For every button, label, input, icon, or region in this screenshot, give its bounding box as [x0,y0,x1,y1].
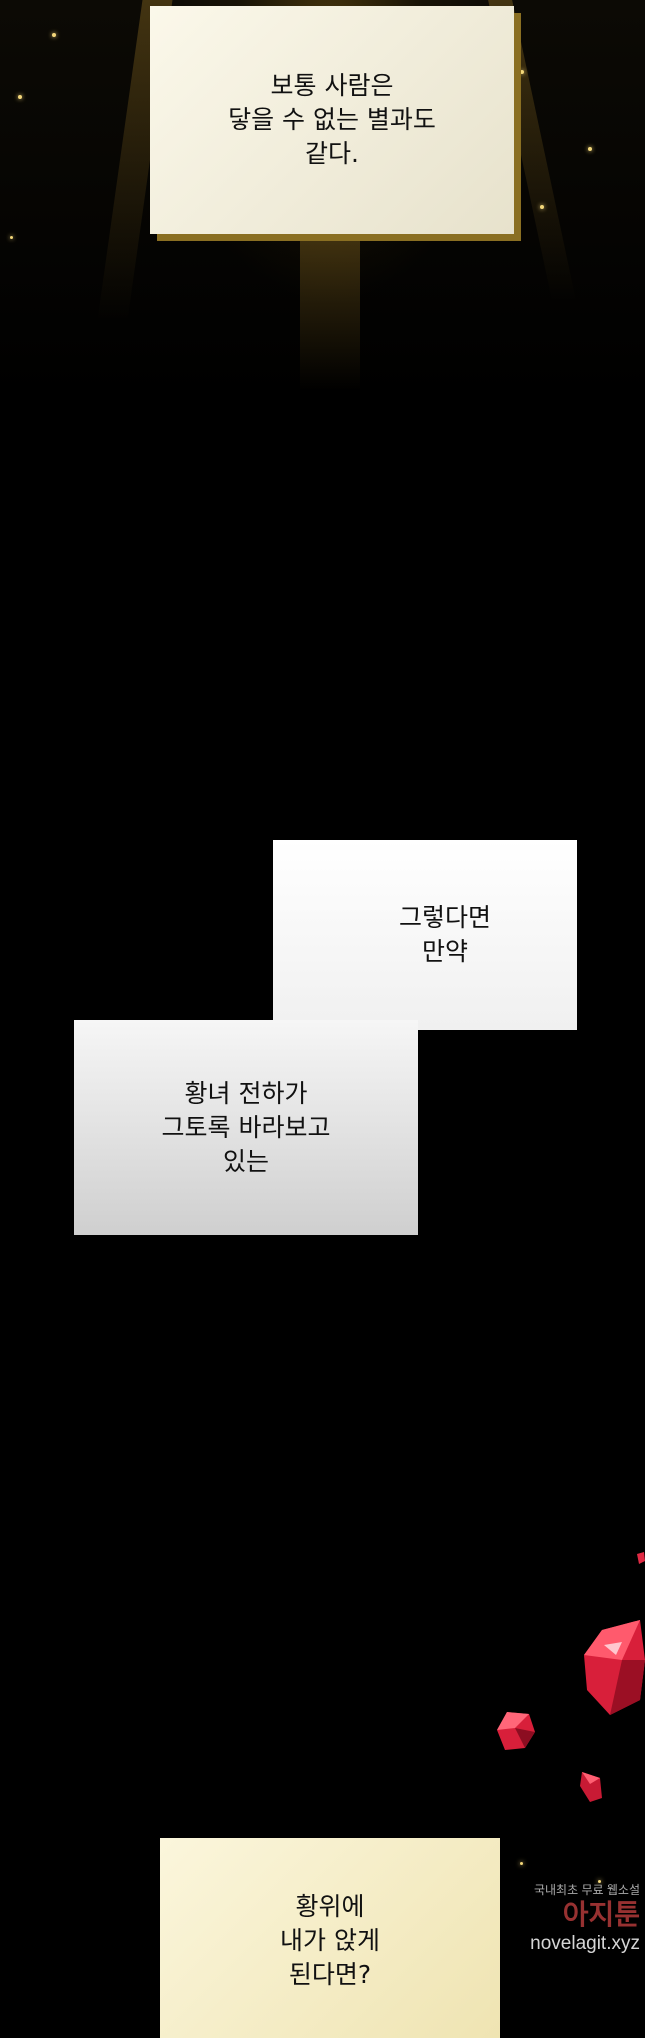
narration-text: 보통 사람은 닿을 수 없는 별과도 같다. [228,71,436,168]
narration-text: 황녀 전하가 그토록 바라보고 있는 [161,1078,331,1176]
sparkle [18,95,22,99]
red-gem-icon [497,1712,535,1750]
narration-box: 보통 사람은 닿을 수 없는 별과도 같다. [150,6,514,234]
narration-text: 황위에 내가 앉게 된다면? [280,1892,380,1989]
sparkle [520,70,524,74]
sparkle [52,33,56,37]
red-gem-icon [584,1620,645,1715]
red-gem-icon [637,1552,645,1564]
watermark-brand: 아지툰 [562,1899,640,1930]
light-ray [300,230,360,390]
sparkle [520,1862,523,1865]
narration-box: 그렇다면 만약 [273,840,577,1030]
red-gem-icon [580,1772,602,1802]
sparkle [540,205,544,209]
sparkle [588,147,592,151]
narration-text: 그렇다면 만약 [398,903,491,966]
sparkle [598,1880,601,1883]
narration-box: 황녀 전하가 그토록 바라보고 있는 [74,1020,418,1235]
watermark-url: novelagit.xyz [530,1933,640,1954]
sparkle [10,236,13,239]
watermark: 국내최초 무료 웹소설 아지툰 novelagit.xyz [440,1882,640,1956]
watermark-tagline: 국내최초 무료 웹소설 [533,1883,640,1897]
